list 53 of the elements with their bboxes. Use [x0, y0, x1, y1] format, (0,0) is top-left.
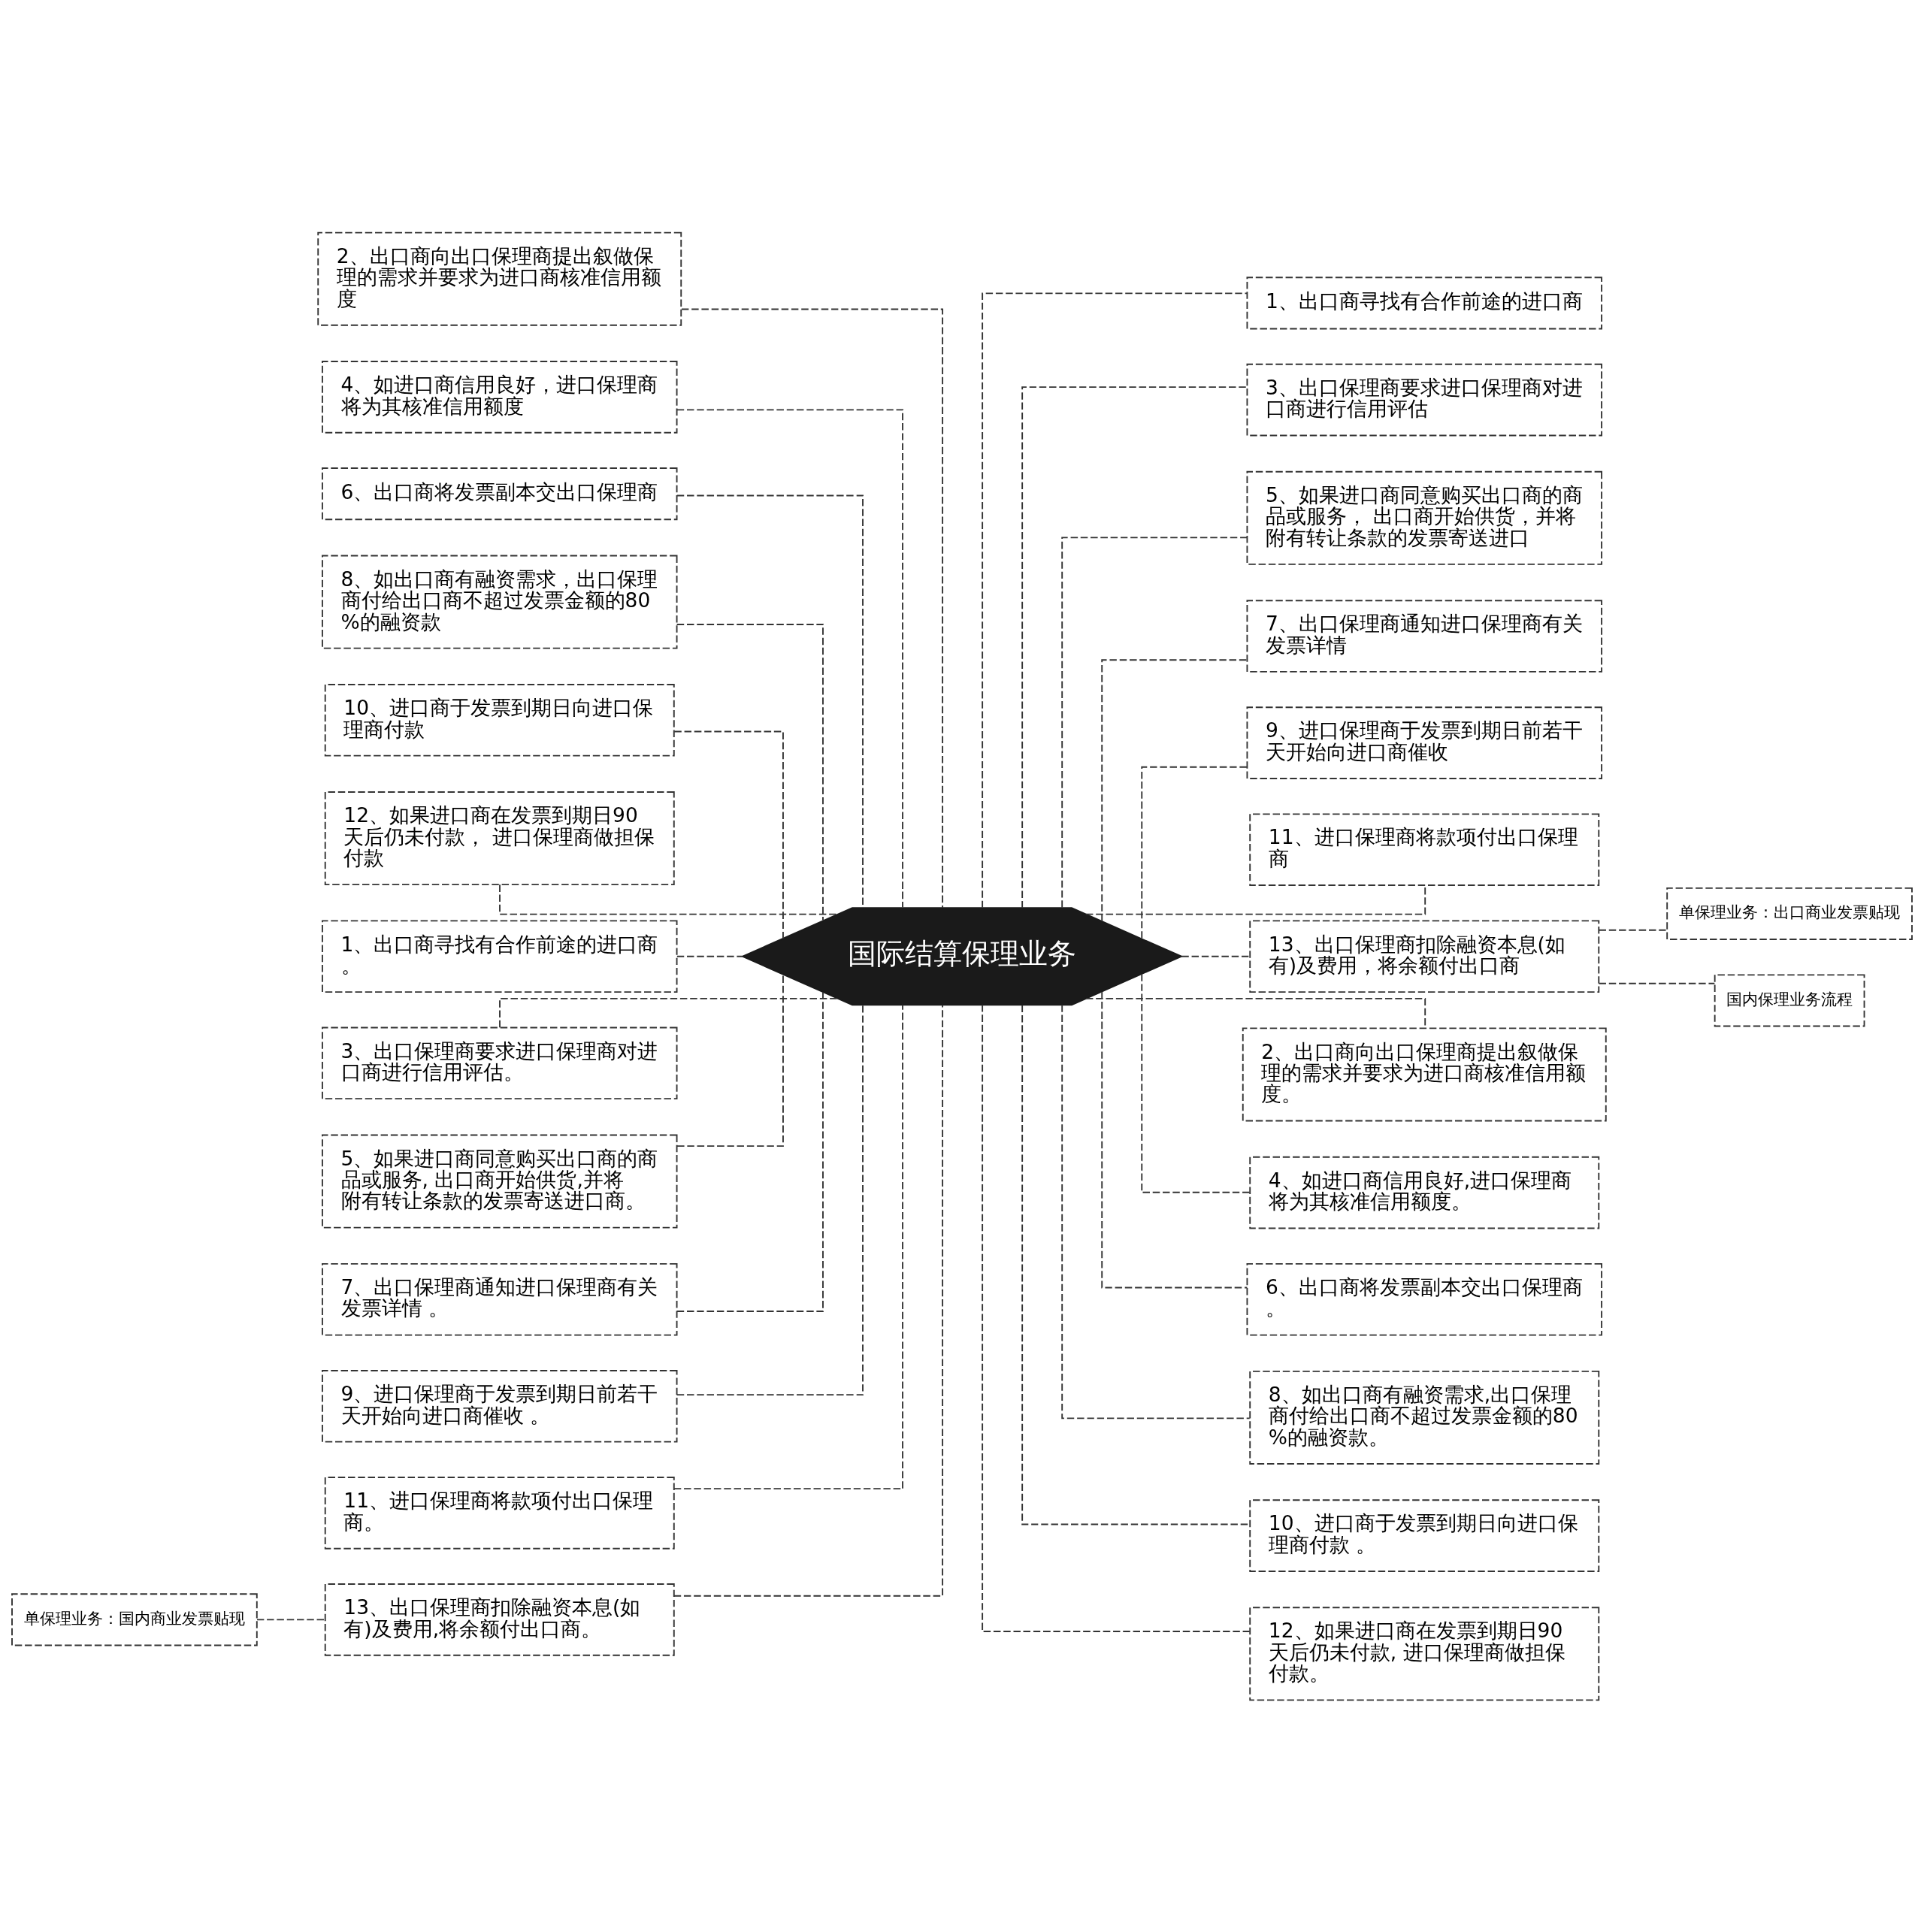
connector: [676, 1003, 864, 1395]
node-box: 2、出口商向出口保理商提出叙做保理的需求并要求为进口商核准信用额度。: [1242, 1026, 1607, 1121]
connector: [982, 1003, 1251, 1632]
connector: [499, 997, 839, 1028]
connector: [676, 408, 903, 908]
node-box: 10、进口商于发票到期日向进口保理商付款: [324, 683, 675, 757]
connector: [1021, 1004, 1251, 1525]
node-box: 4、如进口商信用良好,进口保理商将为其核准信用额度。: [1249, 1156, 1600, 1229]
node-box: 2、出口商向出口保理商提出叙做保理的需求并要求为进口商核准信用额度: [317, 231, 682, 326]
node-box: 7、出口保理商通知进口保理商有关发票详情 。: [322, 1262, 678, 1336]
node-box: 3、出口保理商要求进口保理商对进口商进行信用评估。: [322, 1026, 678, 1099]
connector: [676, 991, 824, 1312]
node-box: 3、出口保理商要求进口保理商对进口商进行信用评估: [1246, 363, 1602, 436]
connector: [673, 1003, 944, 1597]
connector: [1101, 990, 1248, 1288]
connector: [676, 623, 824, 921]
node-box: 单保理业务：国内商业发票贴现: [11, 1592, 258, 1646]
node-box: 1、出口商寻找有合作前途的进口商。: [322, 919, 678, 993]
connector: [681, 308, 944, 909]
connector: [1598, 982, 1716, 984]
connector: [1061, 1003, 1251, 1419]
connector: [1181, 955, 1251, 957]
node-box: 1、出口商寻找有合作前途的进口商: [1246, 276, 1602, 329]
connector: [982, 292, 1248, 909]
connector: [1101, 658, 1248, 922]
node-box: 国内保理业务流程: [1714, 973, 1865, 1026]
node-box: 10、进口商于发票到期日向进口保理商付款 。: [1249, 1498, 1600, 1572]
connector: [256, 1618, 325, 1620]
node-box: 13、出口保理商扣除融资本息(如有)及费用,将余额付出口商。: [324, 1583, 675, 1656]
connector: [1141, 766, 1248, 939]
node-box: 8、如出口商有融资需求，出口保理商付给出口商不超过发票金额的80%的融资款: [322, 555, 678, 649]
connector: [676, 955, 743, 957]
connector: [1061, 536, 1248, 909]
node-box: 单保理业务：出口商业发票贴现: [1666, 887, 1913, 940]
node-box: 11、进口保理商将款项付出口保理商: [1249, 812, 1600, 886]
node-box: 6、出口商将发票副本交出口保理商: [322, 467, 678, 520]
node-box: 5、如果进口商同意购买出口商的商品或服务, 出口商开始供货,并将附有转让条款的发票寄送进口商。: [322, 1134, 678, 1228]
node-box: 9、进口保理商于发票到期日前若干天开始向进口商催收: [1246, 706, 1602, 779]
node-box: 5、如果进口商同意购买出口商的商品或服务， 出口商开始供货，并将附有转让条款的发票寄送进口: [1246, 470, 1602, 565]
node-box: 11、进口保理商将款项付出口保理商。: [324, 1476, 675, 1550]
node-box: 7、出口保理商通知进口保理商有关发票详情: [1246, 599, 1602, 673]
connector: [1021, 385, 1248, 909]
node-box: 13、出口保理商扣除融资本息(如有)及费用，将余额付出口商: [1249, 919, 1600, 993]
node-box: 8、如出口商有融资需求,出口保理商付给出口商不超过发票金额的80%的融资款。: [1249, 1370, 1600, 1465]
connector: [1141, 972, 1251, 1193]
node-box: 9、进口保理商于发票到期日前若干天开始向进口商催收 。: [322, 1369, 678, 1443]
node-box: 4、如进口商信用良好，进口保理商将为其核准信用额度: [322, 360, 678, 434]
node-box: 12、如果进口商在发票到期日90天后仍未付款， 进口保理商做担保付款: [324, 791, 675, 885]
connector: [1598, 929, 1668, 931]
connector: [673, 730, 784, 939]
node-box: 6、出口商将发票副本交出口保理商。: [1246, 1262, 1602, 1336]
node-box: 12、如果进口商在发票到期日90天后仍未付款, 进口保理商做担保付款。: [1249, 1606, 1600, 1701]
connector: [673, 1004, 903, 1489]
